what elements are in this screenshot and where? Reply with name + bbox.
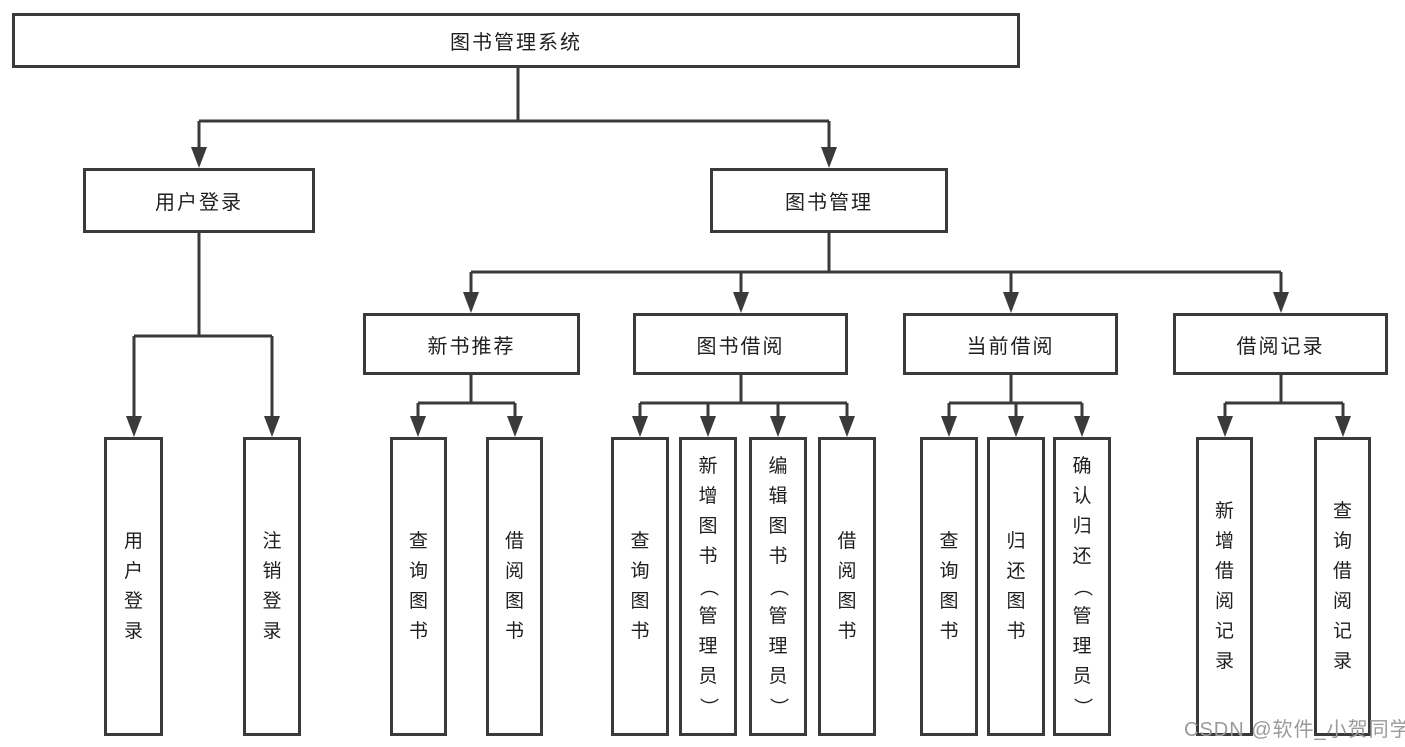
node-book-management-module: 图书管理 (710, 168, 948, 233)
node-add-book-admin: 新增图书（管理员） (679, 437, 737, 736)
node-borrowing-records: 借阅记录 (1173, 313, 1388, 375)
node-edit-book-admin: 编辑图书（管理员） (749, 437, 807, 736)
node-query-books-current: 查询图书 (920, 437, 978, 736)
node-confirm-return-admin: 确认归还（管理员） (1053, 437, 1111, 736)
node-user-login-module: 用户登录 (83, 168, 315, 233)
node-library-management-system: 图书管理系统 (12, 13, 1020, 68)
node-query-borrow-record: 查询借阅记录 (1314, 437, 1371, 736)
node-borrow-books-action: 借阅图书 (818, 437, 876, 736)
node-logout-action: 注销登录 (243, 437, 301, 736)
node-borrow-books-recommend: 借阅图书 (486, 437, 543, 736)
node-current-borrowing: 当前借阅 (903, 313, 1118, 375)
csdn-watermark: CSDN @软件_小贺同学 (1184, 719, 1405, 741)
node-new-book-recommendation: 新书推荐 (363, 313, 580, 375)
node-return-book: 归还图书 (987, 437, 1045, 736)
node-book-borrowing: 图书借阅 (633, 313, 848, 375)
node-query-books-recommend: 查询图书 (390, 437, 447, 736)
node-query-books-borrowing: 查询图书 (611, 437, 669, 736)
node-add-borrow-record: 新增借阅记录 (1196, 437, 1253, 736)
arrowhead-icons (126, 147, 1351, 437)
node-user-login-action: 用户登录 (104, 437, 163, 736)
